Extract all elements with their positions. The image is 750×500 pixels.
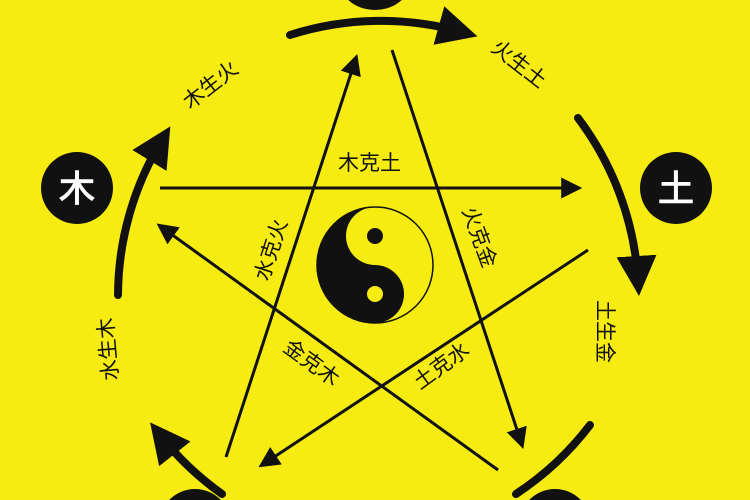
node-earth: 土 <box>640 152 712 224</box>
line-metal-wood <box>156 223 499 472</box>
label-fire-earth: 火生土 <box>487 35 551 93</box>
yin-yang-icon <box>316 206 434 324</box>
arc-fire-earth <box>286 6 478 45</box>
arc-metal-water <box>512 421 594 498</box>
label-earth-metal: 土生金 <box>593 300 617 363</box>
svg-text:木: 木 <box>59 169 95 210</box>
arc-wood-fire <box>114 126 171 299</box>
arc-earth-metal <box>574 114 657 296</box>
label-wood-fire: 木生火 <box>178 56 242 114</box>
label-wood-earth: 木克土 <box>338 151 401 175</box>
line-fire-metal <box>390 49 527 449</box>
node-metal <box>529 489 581 500</box>
label-water-wood: 水生木 <box>94 317 123 382</box>
svg-text:土: 土 <box>658 169 694 210</box>
node-water <box>169 489 221 500</box>
line-earth-water <box>258 248 589 468</box>
label-fire-metal: 火克金 <box>457 204 501 271</box>
label-metal-wood: 金克木 <box>279 335 344 391</box>
node-fire <box>348 0 402 10</box>
node-wood: 木 <box>41 152 113 224</box>
line-water-fire <box>224 54 361 458</box>
arc-water-wood <box>150 422 226 498</box>
